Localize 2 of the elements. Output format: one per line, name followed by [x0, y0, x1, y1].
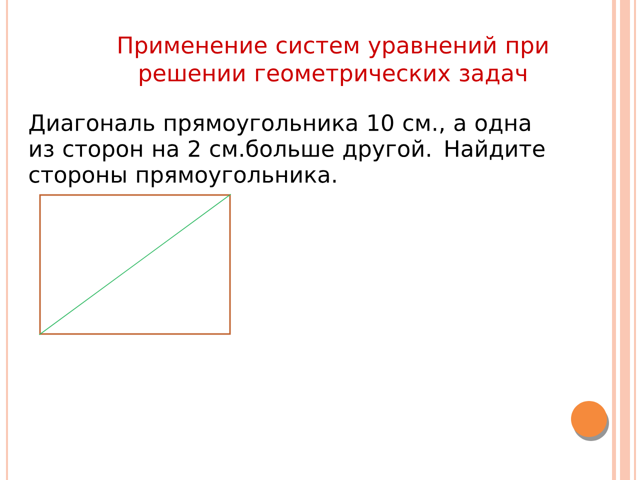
slide-title: Применение систем уравнений при решении геометрических задач	[118, 36, 548, 86]
rectangle-drawing	[38, 194, 232, 336]
